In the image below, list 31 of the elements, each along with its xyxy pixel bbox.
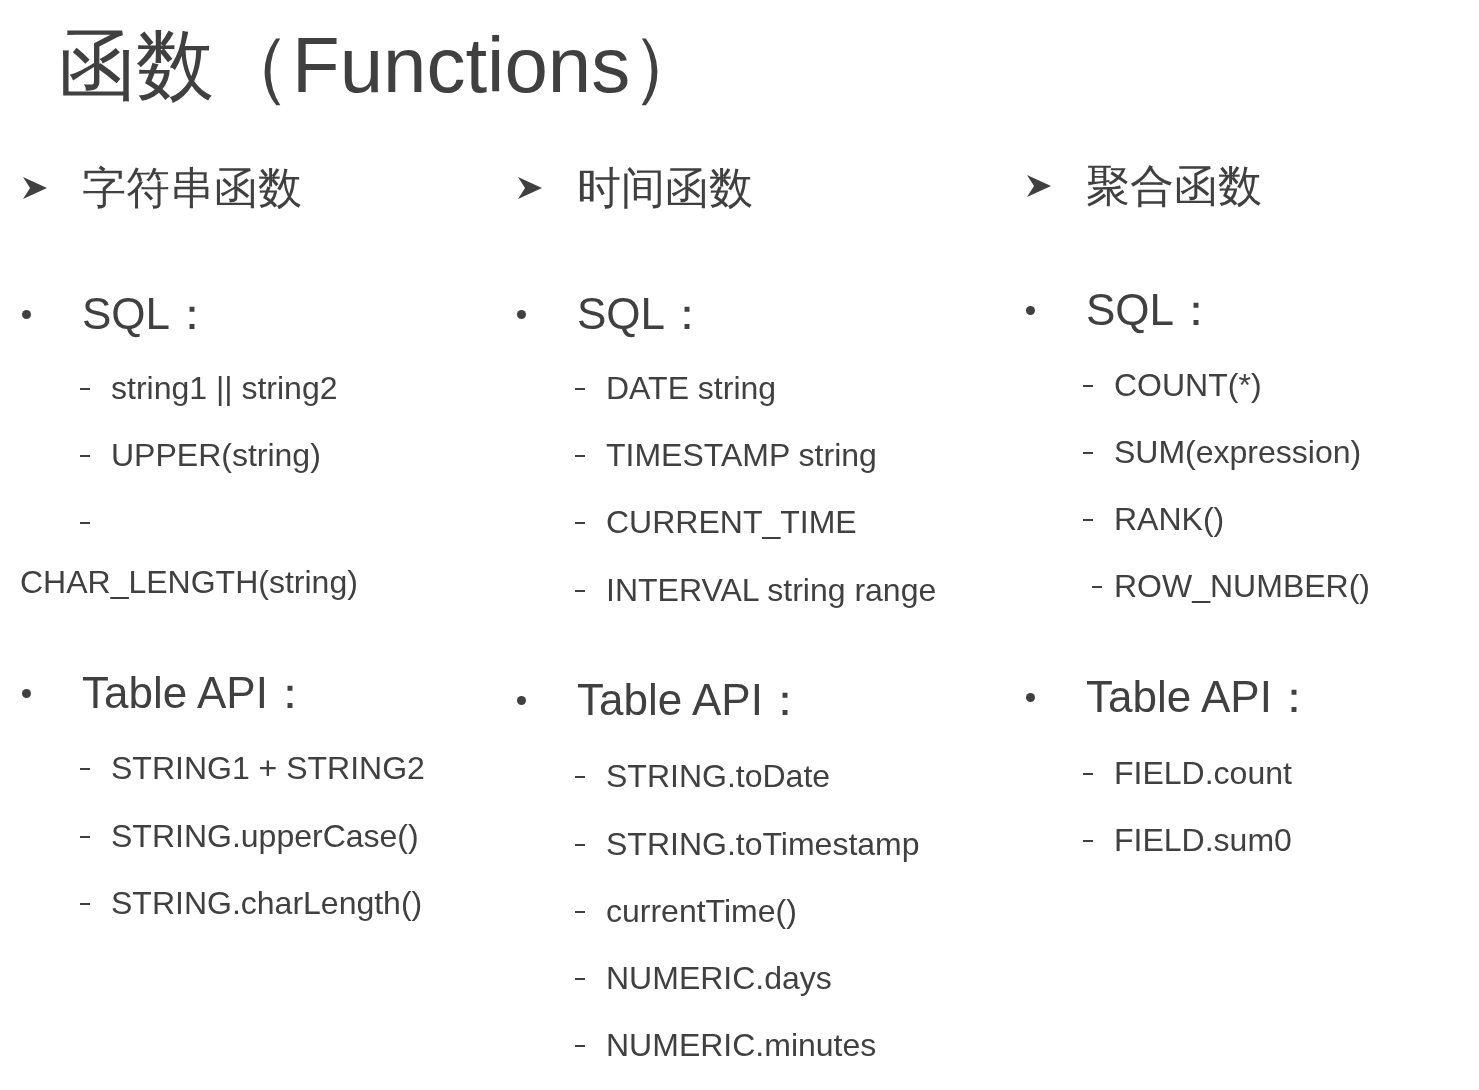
list-item: NUMERIC.days	[606, 962, 832, 994]
list-item: TIMESTAMP string	[606, 439, 877, 471]
list-item: NUMERIC.minutes	[606, 1029, 877, 1061]
subsection-heading: Table API：	[82, 671, 312, 715]
list-item: UPPER(string)	[111, 439, 321, 471]
list-item: INTERVAL string range	[606, 574, 937, 606]
section-heading: 字符串函数	[82, 166, 302, 210]
list-item: currentTime()	[606, 895, 797, 927]
subsection-heading: SQL：	[577, 292, 710, 336]
section-heading: 时间函数	[577, 166, 753, 210]
list-item: CHAR_LENGTH(string)	[20, 566, 358, 598]
list-item: STRING.upperCase()	[111, 820, 419, 852]
list-item: ROW_NUMBER()	[1114, 570, 1370, 602]
subsection-heading: Table API：	[577, 678, 807, 722]
section-heading: 聚合函数	[1086, 164, 1262, 208]
list-item: COUNT(*)	[1114, 369, 1262, 401]
list-item: string1 || string2	[111, 372, 338, 404]
list-item: STRING.toTimestamp	[606, 828, 920, 860]
subsection-heading: SQL：	[1086, 288, 1219, 332]
subsection-heading: Table API：	[1086, 675, 1316, 719]
list-item: RANK()	[1114, 503, 1225, 535]
list-item: STRING.toDate	[606, 760, 831, 792]
list-item: FIELD.sum0	[1114, 824, 1292, 856]
list-item: CURRENT_TIME	[606, 506, 857, 538]
list-item: DATE string	[606, 372, 777, 404]
subsection-heading: SQL：	[82, 292, 215, 336]
list-item: FIELD.count	[1114, 757, 1292, 789]
list-item: SUM(expression)	[1114, 436, 1362, 468]
list-item: STRING1 + STRING2	[111, 752, 425, 784]
slide-title: 函数（Functions）	[58, 26, 709, 104]
list-item: STRING.charLength()	[111, 887, 423, 919]
